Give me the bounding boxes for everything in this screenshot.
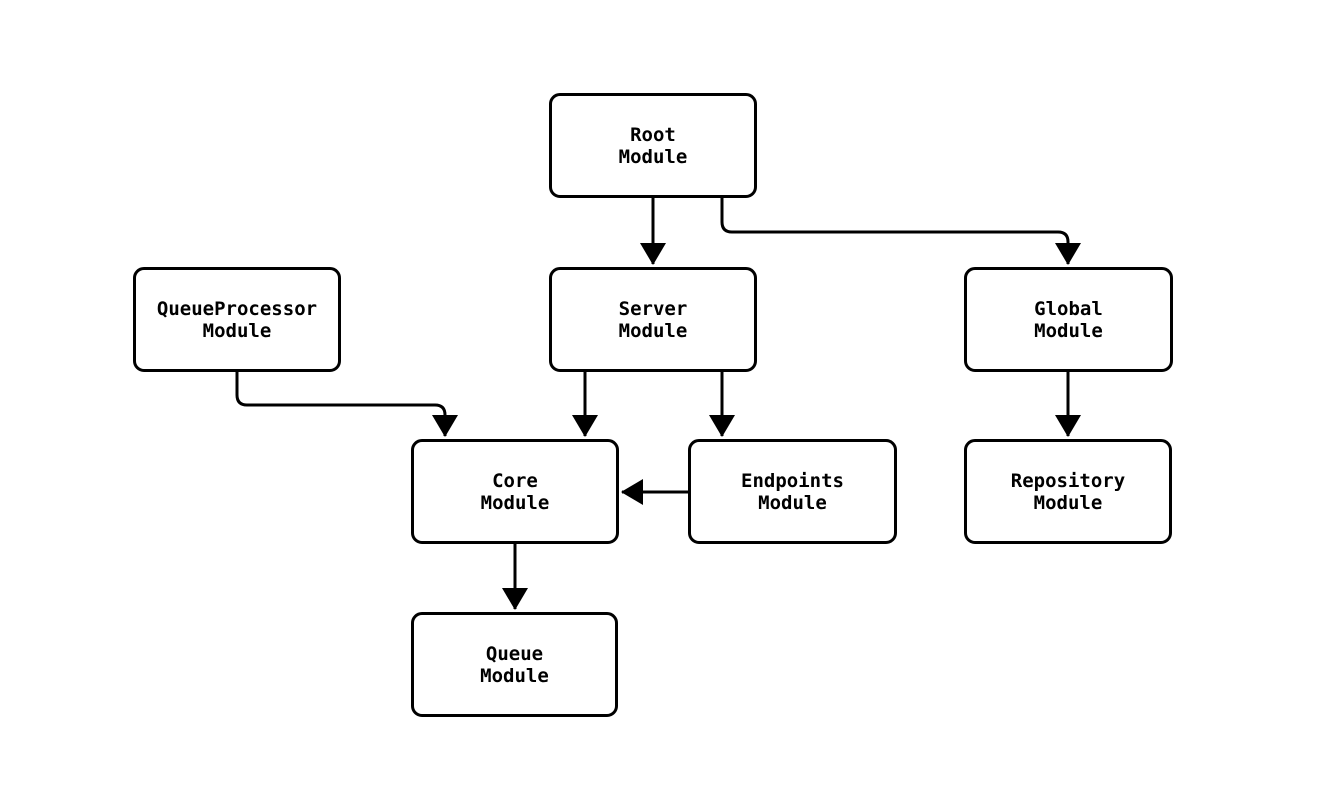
node-global-module-label: Global Module	[1034, 297, 1103, 342]
node-server-module: Server Module	[549, 267, 757, 372]
node-queueprocessor-module-label: QueueProcessor Module	[156, 297, 318, 342]
node-global-module: Global Module	[964, 267, 1173, 372]
edge-root-global	[720, 198, 1081, 265]
node-endpoints-module-label: Endpoints Module	[741, 469, 844, 514]
node-root-module: Root Module	[549, 93, 757, 198]
node-queueprocessor-module: QueueProcessor Module	[133, 267, 341, 372]
node-core-module: Core Module	[411, 439, 619, 544]
node-queue-module-label: Queue Module	[480, 642, 549, 687]
edge-queueprocessor-core	[235, 372, 458, 437]
node-server-module-label: Server Module	[618, 297, 688, 342]
node-repository-module-label: Repository Module	[1010, 469, 1126, 514]
node-queue-module: Queue Module	[411, 612, 618, 717]
node-core-module-label: Core Module	[480, 469, 550, 514]
node-root-module-label: Root Module	[618, 123, 688, 168]
node-endpoints-module: Endpoints Module	[688, 439, 897, 544]
node-repository-module: Repository Module	[964, 439, 1172, 544]
